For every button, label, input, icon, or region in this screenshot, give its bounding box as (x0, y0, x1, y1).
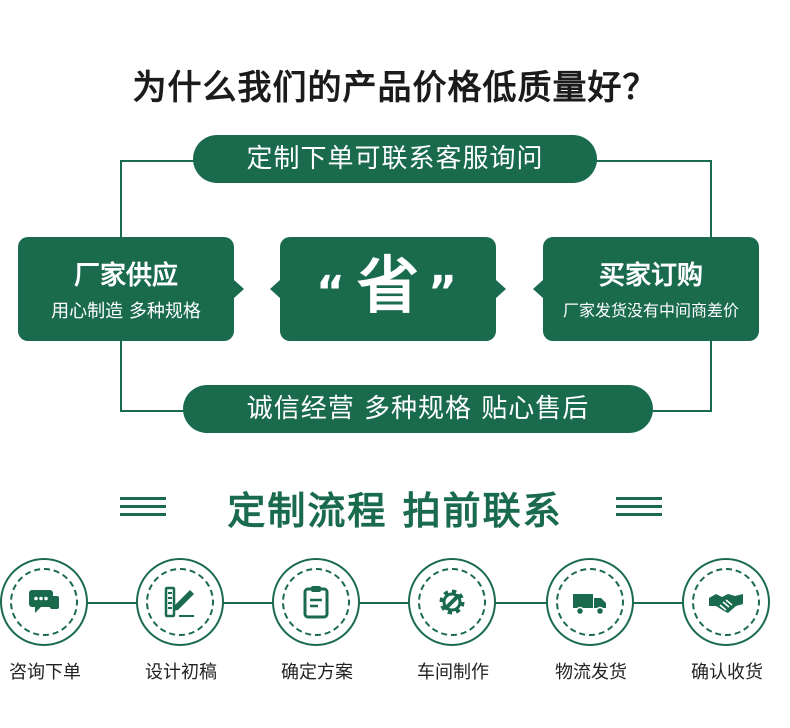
step-label: 确认收货 (691, 662, 763, 683)
gear-wrench-icon (439, 589, 465, 615)
buyer-heading: 买家订购 (598, 261, 703, 291)
top-pill: 定制下单可联系客服询问 (193, 135, 597, 183)
truck-icon (573, 594, 606, 616)
step-logistics-shipping: 物流发货 (536, 558, 646, 688)
section-deco-left (120, 497, 166, 521)
supplier-heading: 厂家供应 (73, 261, 178, 291)
step-label: 车间制作 (417, 662, 489, 683)
section-deco-right (616, 497, 662, 521)
buyer-box: 买家订购 厂家发货没有中间商差价 (543, 237, 759, 341)
buyer-subtext: 厂家发货没有中间商差价 (562, 301, 739, 320)
supplier-subtext: 用心制造 多种规格 (51, 301, 201, 322)
step-label: 咨询下单 (9, 662, 81, 683)
step-confirm-receipt: 确认收货 (672, 558, 782, 688)
step-workshop-production: 车间制作 (398, 558, 508, 688)
page-title: 为什么我们的产品价格低质量好？ (132, 68, 658, 108)
step-label: 物流发货 (555, 662, 627, 683)
section-title: 定制流程 拍前联系 (227, 489, 563, 533)
step-confirm-plan: 确定方案 (262, 558, 372, 688)
arrow-right-icon (234, 280, 244, 298)
step-consult-order: 咨询下单 (0, 558, 100, 688)
handshake-icon (709, 594, 743, 613)
arrow-right-icon (496, 280, 506, 298)
step-label: 设计初稿 (145, 662, 217, 683)
design-pencil-ruler-icon (164, 586, 194, 618)
save-text: 省 (356, 249, 419, 322)
bottom-pill: 诚信经营 多种规格 贴心售后 (183, 385, 653, 433)
arrow-left-icon (270, 280, 280, 298)
close-quote: ” (428, 267, 457, 318)
save-box: “ 省 ” (280, 237, 496, 341)
steps-connector-line (45, 602, 735, 604)
step-label: 确定方案 (281, 662, 353, 683)
chat-icon (29, 590, 59, 613)
open-quote: “ (316, 267, 345, 318)
arrow-left-icon (533, 280, 543, 298)
supplier-box: 厂家供应 用心制造 多种规格 (18, 237, 234, 341)
clipboard-icon (303, 586, 329, 619)
step-design-draft: 设计初稿 (126, 558, 236, 688)
